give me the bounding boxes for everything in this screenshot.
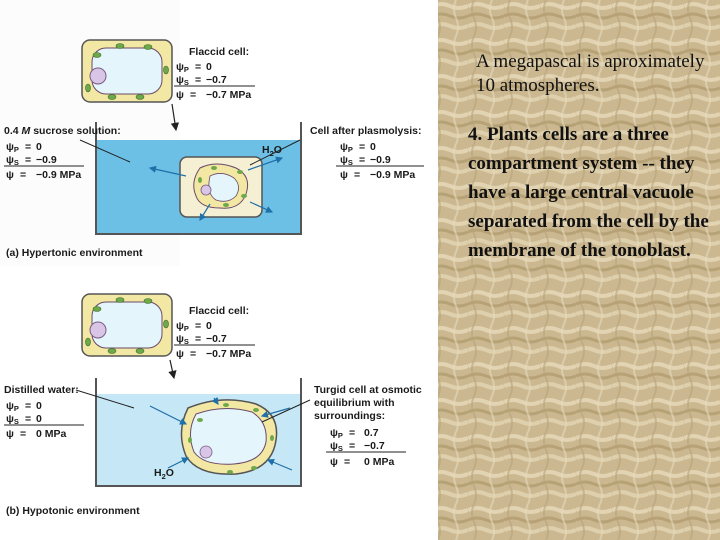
svg-text:0: 0 — [36, 400, 42, 412]
svg-text:ψ: ψ — [6, 428, 14, 440]
svg-text:ψS=: ψS= — [340, 154, 365, 167]
svg-text:=: = — [344, 456, 350, 468]
water-label-bottom: H2O — [154, 467, 174, 481]
svg-text:=: = — [20, 169, 26, 181]
flaccid-values-top: Flaccid cell: ψP= 0 ψS= −0.7 ψ = −0.7 MP… — [174, 46, 255, 101]
svg-text:ψ: ψ — [340, 169, 348, 181]
svg-text:−0.9: −0.9 — [370, 154, 391, 166]
svg-text:−0.9 MPa: −0.9 MPa — [370, 169, 415, 181]
svg-text:−0.7 MPa: −0.7 MPa — [206, 348, 251, 360]
svg-text:ψP=: ψP= — [330, 427, 355, 440]
svg-text:0.7: 0.7 — [364, 427, 379, 439]
svg-text:=: = — [20, 428, 26, 440]
distilled-water-values: Distilled water: ψP= 0 ψS= 0 ψ = 0 MPa — [4, 384, 84, 440]
svg-text:ψS=: ψS= — [6, 413, 31, 426]
svg-text:surroundings:: surroundings: — [314, 410, 385, 422]
svg-text:−0.7: −0.7 — [206, 333, 227, 345]
svg-text:0: 0 — [36, 413, 42, 425]
turgid-cell — [180, 399, 278, 475]
plasmolysis-values: Cell after plasmolysis: ψP= 0 ψS= −0.9 ψ… — [310, 125, 424, 181]
svg-text:ψ: ψ — [176, 89, 184, 101]
megapascal-note: A megapascal is aproximately 10 atmosphe… — [476, 51, 705, 96]
svg-text:0 MPa: 0 MPa — [36, 428, 67, 440]
svg-text:=: = — [190, 348, 196, 360]
plasmolyzed-cell — [179, 156, 263, 218]
svg-text:Cell after plasmolysis:: Cell after plasmolysis: — [310, 125, 421, 137]
svg-text:ψP=: ψP= — [6, 141, 31, 154]
svg-text:Distilled water:: Distilled water: — [4, 384, 79, 396]
svg-text:0: 0 — [206, 320, 212, 332]
svg-text:0: 0 — [370, 141, 376, 153]
svg-text:0: 0 — [36, 141, 42, 153]
svg-text:=: = — [190, 89, 196, 101]
svg-text:=: = — [354, 169, 360, 181]
svg-text:ψP=: ψP= — [340, 141, 365, 154]
svg-text:ψS=: ψS= — [330, 440, 355, 453]
caption-b: (b) Hypotonic environment — [6, 505, 140, 517]
flaccid-psi: −0.7 MPa — [206, 89, 251, 101]
water-flow-arrows-bottom — [149, 397, 293, 471]
svg-text:−0.9 MPa: −0.9 MPa — [36, 169, 81, 181]
water-label-top: H2O — [262, 144, 282, 158]
turgid-values: Turgid cell at osmotic equilibrium with … — [314, 384, 422, 468]
svg-text:−0.7: −0.7 — [364, 440, 385, 452]
svg-text:ψP=: ψP= — [6, 400, 31, 413]
notes-panel: A megapascal is aproximately 10 atmosphe… — [462, 40, 712, 265]
svg-text:ψS=: ψS= — [176, 74, 201, 87]
svg-text:ψ: ψ — [176, 348, 184, 360]
flaccid-cell-top — [81, 39, 173, 103]
water-flow-arrows-top — [148, 156, 284, 222]
svg-text:ψP=: ψP= — [176, 320, 201, 333]
svg-text:ψS=: ψS= — [176, 333, 201, 346]
flaccid-psi-p: 0 — [206, 61, 212, 73]
osmosis-figure: Flaccid cell: ψP= 0 ψS= −0.7 ψ = −0.7 MP… — [0, 0, 438, 540]
svg-text:equilibrium with: equilibrium with — [314, 397, 395, 409]
svg-text:Turgid cell at osmotic: Turgid cell at osmotic — [314, 384, 422, 396]
flaccid-psi-s: −0.7 — [206, 74, 227, 86]
flaccid-values-bottom: Flaccid cell: ψP= 0 ψS= −0.7 ψ = −0.7 MP… — [174, 305, 255, 360]
point-4-text: 4. Plants cells are a three compartment … — [468, 124, 709, 261]
svg-text:Flaccid cell:: Flaccid cell: — [189, 305, 249, 317]
svg-text:ψ: ψ — [6, 169, 14, 181]
svg-text:ψS=: ψS= — [6, 154, 31, 167]
flaccid-label: Flaccid cell: — [189, 46, 249, 58]
svg-text:ψP=: ψP= — [176, 61, 201, 74]
svg-text:0.4 M sucrose solution:: 0.4 M sucrose solution: — [4, 125, 121, 137]
caption-a: (a) Hypertonic environment — [6, 247, 143, 259]
flaccid-cell-bottom — [81, 293, 173, 357]
svg-text:−0.9: −0.9 — [36, 154, 57, 166]
solution-values: 0.4 M sucrose solution: ψP= 0 ψS= −0.9 ψ… — [4, 125, 121, 181]
svg-text:0 MPa: 0 MPa — [364, 456, 395, 468]
svg-text:ψ: ψ — [330, 456, 338, 468]
